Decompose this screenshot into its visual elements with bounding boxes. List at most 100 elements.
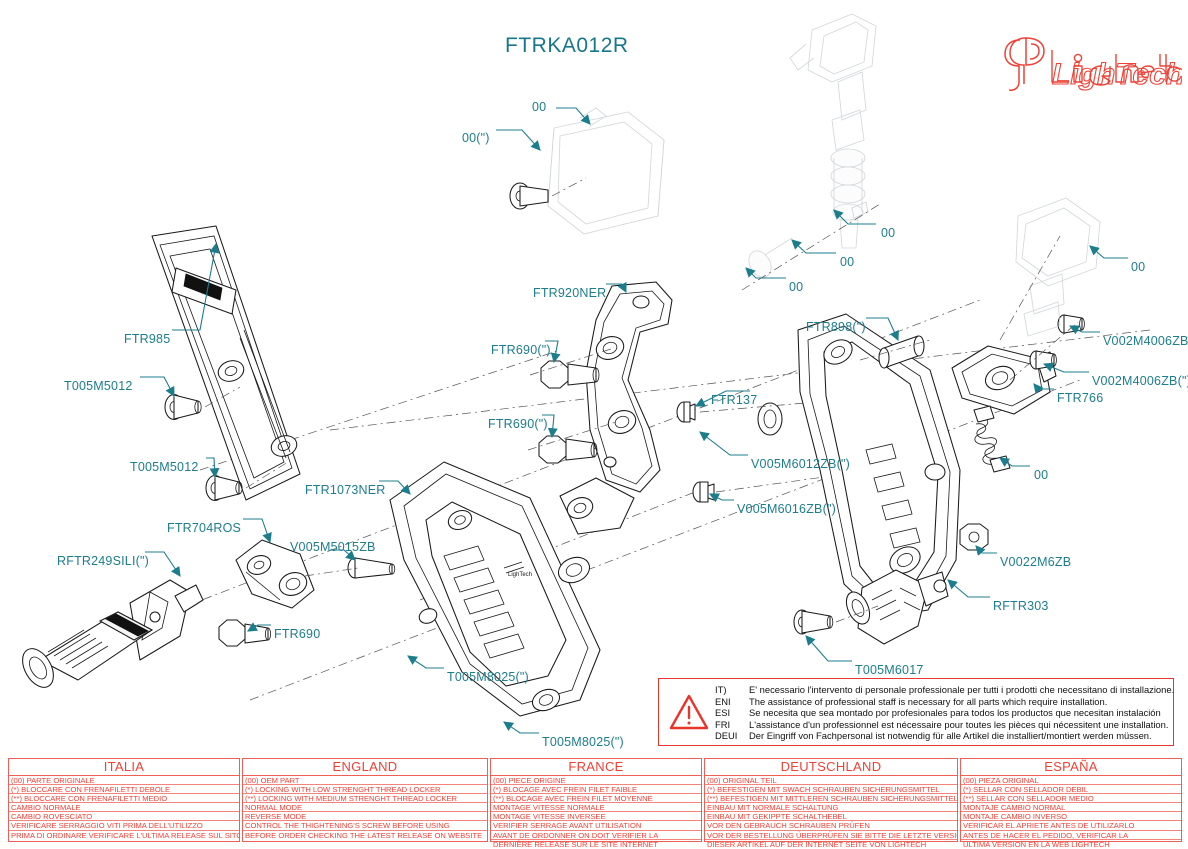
- legend-row: (*) LOCKING WITH LOW STRENGHT THREAD LOC…: [243, 785, 487, 795]
- legend-row: VOR DEN GEBRAUCH SCHRAUBEN PRÜFEN: [705, 821, 957, 831]
- legend-row: (**) BLOCCARE CON FRENAFILETTI MEDIO: [9, 794, 239, 804]
- warning-text-lines: IT) E' necessario l'intervento di persona…: [715, 684, 1174, 742]
- part-bolt-pushrod-top: [509, 182, 549, 210]
- legend-row: (**) BEFESTIGEN MIT MITTLEREN SCHRAUBEN …: [705, 794, 957, 804]
- lightech-logo: LighTech: [1002, 34, 1185, 96]
- legend-row: (**) BLOCAGE AVEC FREIN FILET MOYENNE: [491, 794, 701, 804]
- part-footpeg-rftr249sili: [22, 579, 204, 688]
- callout-label-c16: FTR920NER: [533, 286, 607, 300]
- warning-language-text: L'assistance d'un professionnel est néce…: [749, 718, 1169, 730]
- legend-row: (00) ORIGINAL TEIL: [705, 776, 957, 786]
- callout-label-c05: 00: [789, 280, 804, 294]
- legend-espana: ESPAÑA(00) PIEZA ORIGINAL(*) SELLAR CON …: [960, 758, 1182, 849]
- warning-language-text: Se necesita que sea montado por profesio…: [749, 707, 1161, 719]
- warning-language-text: Der Eingriff von Fachpersonal ist notwen…: [749, 730, 1152, 742]
- warning-line: DEUI Der Eingriff von Fachpersonal ist no…: [715, 730, 1169, 742]
- legend-row: NORMAL MODE: [243, 803, 487, 813]
- legend-row: (**) SELLAR CON SELLADOR MEDIO: [961, 794, 1181, 804]
- callout-label-c23: T005M8025("): [542, 735, 624, 749]
- legend-row: (00) PIEZA ORIGINAL: [961, 776, 1181, 786]
- callout-label-c17: FTR690("): [491, 343, 551, 357]
- legend-row: (*) BEFESTIGEN MIT SWACH SCHRAUBEN SICHE…: [705, 785, 957, 795]
- callout-label-c12: RFTR249SILI("): [57, 554, 149, 568]
- legend-row: VERIFICAR EL APRIETE ANTES DE UTILIZARLO: [961, 821, 1181, 831]
- part-right-footpeg: [845, 569, 949, 645]
- callout-label-c28: V0022M6ZB: [1000, 555, 1072, 569]
- legend-row: VERIFIER SERRAGE AVANT UTILISATION: [491, 821, 701, 831]
- callout-label-c27: FTR766: [1057, 391, 1104, 405]
- legend-row: ULTIMA VERSION EN LA WEB LIGHTECH: [963, 839, 1110, 849]
- callout-label-c10: T005M5012: [130, 460, 199, 474]
- legend-row: REVERSE MODE: [243, 812, 487, 822]
- page-title: FTRKA012R: [505, 34, 629, 57]
- warning-box: IT) E' necessario l'intervento di persona…: [658, 678, 1174, 746]
- legend-title: ENGLAND: [243, 759, 487, 776]
- legend-row: CONTROL THE THIGHTENING'S SCREW BEFORE U…: [243, 821, 487, 831]
- callout-label-c07: 00: [1034, 468, 1049, 482]
- legend-row: EINBAU MIT GEKIPPTE SCHALTHEBEL: [705, 812, 957, 822]
- warning-language-code: ENI: [715, 695, 731, 707]
- lightech-etch: LighTech: [503, 561, 532, 578]
- part-nut-v0022m6zb: [959, 523, 989, 551]
- legend-row: EINBAU MIT NORMALE SCHALTUNG: [705, 803, 957, 813]
- callout-label-c26: V002M4006ZB("): [1092, 374, 1188, 388]
- part-screw-v002m4006zb-a: [1057, 314, 1085, 334]
- callout-label-c25: V002M4006ZB("): [1103, 334, 1188, 348]
- part-bolt-t005m5012-b: [205, 474, 243, 502]
- legend-row: (00) PIECE ORIGINE: [491, 776, 701, 786]
- legend-row: (00) OEM PART: [243, 776, 487, 786]
- legend-title: ITALIA: [9, 759, 239, 776]
- part-shift-lever-ftr920ner: [559, 281, 673, 535]
- callout-label-c04: 00: [840, 255, 855, 269]
- legend-row: ANTES DE HACER EL PEDIDO, VERIFICAR LA: [961, 831, 1181, 840]
- legend-row: VERIFICARE SERRAGGIO VITI PRIMA DELL'UTI…: [9, 821, 239, 831]
- part-bolt-ftr690-a: [540, 360, 600, 389]
- svg-text:LighTech: LighTech: [1052, 58, 1182, 91]
- ghost-rear-caliper: [1015, 197, 1101, 337]
- warning-language-text: E' necessario l'intervento di personale …: [749, 684, 1175, 695]
- callout-label-c14: FTR690: [274, 627, 321, 641]
- part-pin-ftr898: [878, 335, 925, 369]
- callout-label-c18: FTR690("): [488, 417, 548, 431]
- legend-row: (*) BLOCCARE CON FRENAFILETTI DEBOLE: [9, 785, 239, 795]
- legend-row: (**) LOCKING WITH MEDIUM STRENGHT THREAD…: [243, 794, 487, 804]
- callout-label-c30: T005M6017: [855, 663, 924, 677]
- warning-line: IT) E' necessario l'intervento di persona…: [715, 684, 1174, 696]
- legend-row: CAMBIO ROVESCIATO: [9, 812, 239, 822]
- legend-title: ESPAÑA: [961, 759, 1181, 776]
- callout-label-c02: 00("): [462, 131, 490, 145]
- legend-row: CAMBIO NORMALE: [9, 803, 239, 813]
- part-bolt-ftr690-b: [538, 435, 598, 464]
- legend-england: ENGLAND(00) OEM PART(*) LOCKING WITH LOW…: [242, 758, 488, 842]
- part-bolt-t005m5012-a: [164, 393, 202, 421]
- legend-row: MONTAJE CAMBIO NORMAL: [961, 803, 1181, 813]
- callout-label-c20: V005M6012ZB("): [751, 457, 850, 471]
- callout-label-c15: FTR1073NER: [305, 483, 386, 497]
- callout-label-c06: 00: [1131, 260, 1146, 274]
- callout-label-c03: 00: [881, 226, 896, 240]
- callout-label-c22: T005M8025("): [447, 670, 529, 684]
- legend-row: PRIMA DI ORDINARE VERIFICARE L'ULTIMA RE…: [11, 830, 239, 840]
- part-bolt-v005m6016zb: [692, 481, 715, 503]
- warning-language-code: IT): [715, 684, 727, 695]
- legend-row: DERNIÈRE RELEASE SUR LE SITE INTERNET: [493, 839, 658, 849]
- part-heel-plate: [151, 225, 301, 501]
- part-main-bracket-ftr1073ner: LighTech: [389, 461, 601, 717]
- legend-row: (*) BLOCAGE AVEC FREIN FILET FAIBLE: [491, 785, 701, 795]
- legend-row: VOR DER BESTELLUNG ÜBERPRÜFEN SIE BITTE …: [705, 830, 957, 840]
- legend-deutschland: DEUTSCHLAND(00) ORIGINAL TEIL(*) BEFESTI…: [704, 758, 958, 849]
- legend-italia: ITALIA(00) PARTE ORIGINALE(*) BLOCCARE C…: [8, 758, 240, 842]
- legend-title: FRANCE: [491, 759, 701, 776]
- callout-label-c24: FTR898("): [806, 320, 866, 334]
- warning-language-code: DEUI: [715, 730, 738, 742]
- part-link-ftr704ros: [235, 539, 315, 609]
- warning-language-code: ESI: [715, 707, 731, 719]
- callout-label-c13: V005M5015ZB: [290, 540, 376, 554]
- legend-title: DEUTSCHLAND: [705, 759, 957, 776]
- legend-row: DIESER ARTIKEL AUF DER INTERNET SEITE VO…: [707, 839, 927, 849]
- legend-row: AVANT DE ORDONNER ON DOIT VERIFIER LA: [491, 831, 701, 840]
- part-spring: [973, 405, 1011, 473]
